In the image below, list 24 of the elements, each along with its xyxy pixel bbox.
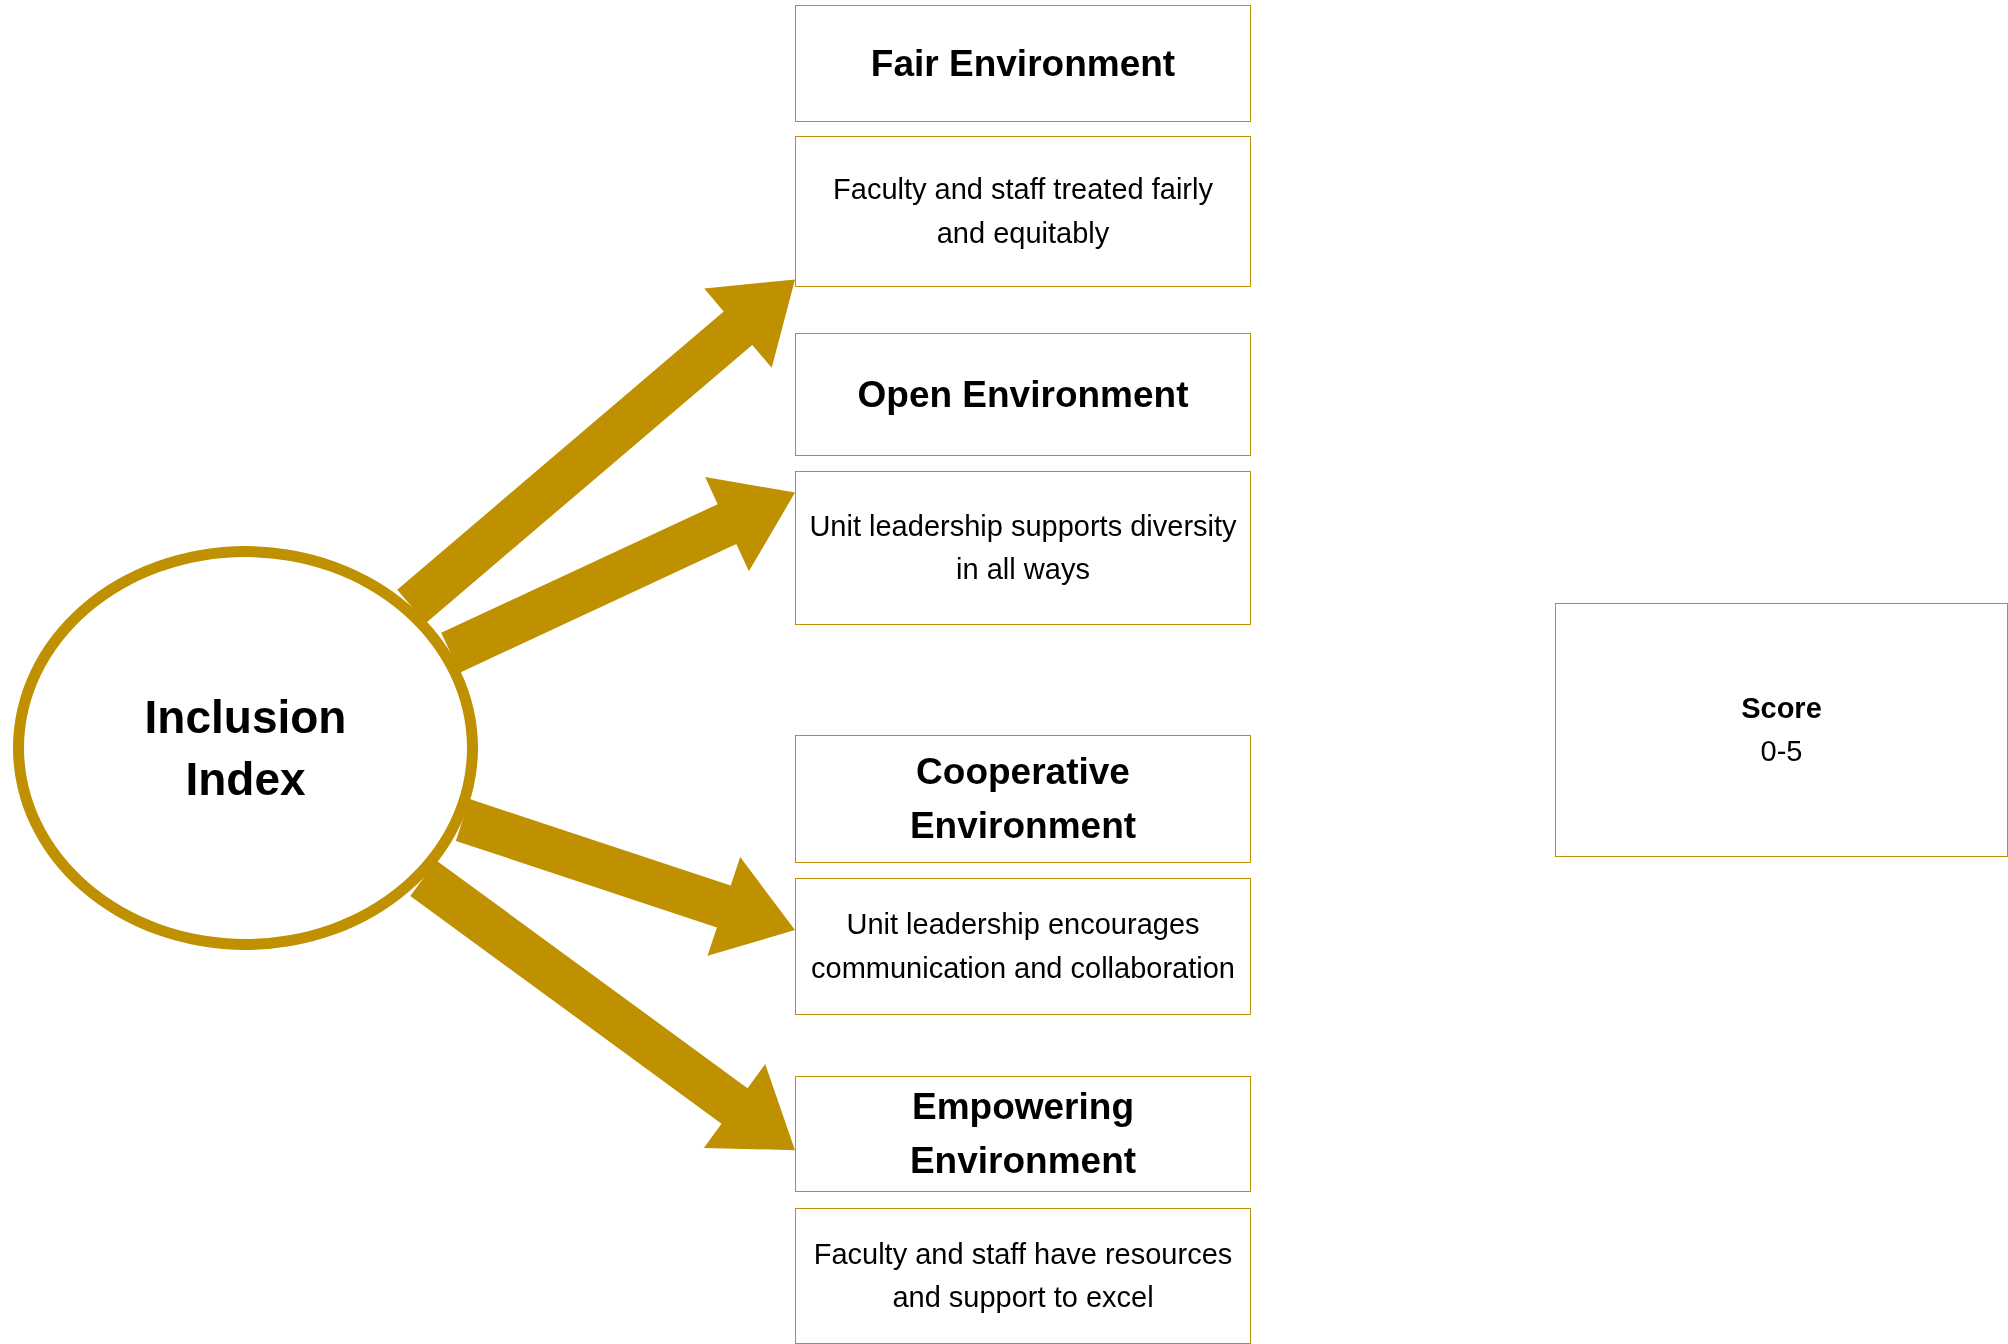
- score-range: 0-5: [1760, 734, 1803, 769]
- heading-box: [795, 333, 1251, 456]
- box-description: Faculty and staff have resources and support to excel: [812, 1236, 1234, 1315]
- heading-box: [795, 1076, 1251, 1192]
- box-heading: Fair Environment: [870, 41, 1176, 86]
- description-box: [795, 1208, 1251, 1344]
- score-box: [1555, 603, 2008, 857]
- score-label: Score: [1741, 690, 1822, 726]
- box-heading: Empowering Environment: [908, 1085, 1138, 1183]
- description-box: [795, 471, 1251, 625]
- box-heading: Open Environment: [857, 372, 1189, 417]
- box-heading: Cooperative Environment: [908, 750, 1138, 848]
- heading-box: [795, 735, 1251, 863]
- ellipse-label: Inclusion Index: [143, 689, 348, 807]
- heading-box: [795, 5, 1251, 122]
- block-arrow: [410, 860, 795, 1151]
- block-arrow: [397, 279, 795, 624]
- block-arrow: [441, 477, 795, 673]
- box-description: Unit leadership supports diversity in all ways: [808, 508, 1238, 587]
- block-arrow: [455, 799, 795, 956]
- description-box: [795, 136, 1251, 287]
- description-box: [795, 878, 1251, 1015]
- box-description: Unit leadership encourages communication and collaboration: [810, 907, 1236, 986]
- box-description: Faculty and staff treated fairly and equitably: [832, 172, 1214, 251]
